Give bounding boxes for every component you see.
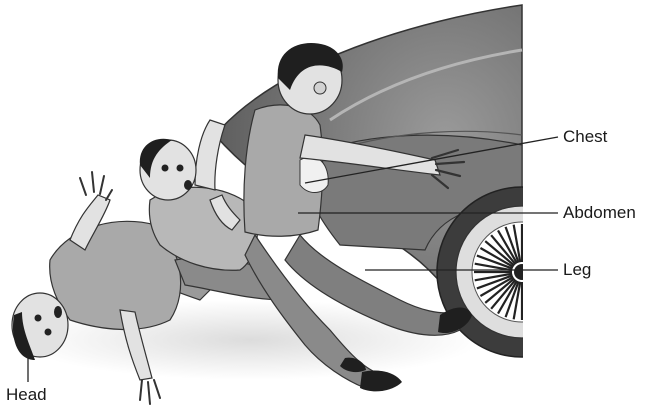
child3-mouth bbox=[54, 306, 62, 318]
chest-label: Chest bbox=[563, 127, 607, 147]
child3-hand-up bbox=[80, 172, 112, 200]
child2-mouth bbox=[184, 180, 192, 190]
child2-eye-right bbox=[177, 165, 184, 172]
child2-arm bbox=[195, 120, 225, 190]
head-label: Head bbox=[6, 385, 47, 405]
child3-eye-right bbox=[45, 329, 52, 336]
child3-eye-left bbox=[35, 315, 42, 322]
child3-hand-down bbox=[140, 380, 160, 404]
abdomen-label: Abdomen bbox=[563, 203, 636, 223]
leg-label: Leg bbox=[563, 260, 591, 280]
child1-ear bbox=[314, 82, 326, 94]
child1-shoe-front bbox=[360, 370, 402, 391]
child2-eye-left bbox=[162, 165, 169, 172]
